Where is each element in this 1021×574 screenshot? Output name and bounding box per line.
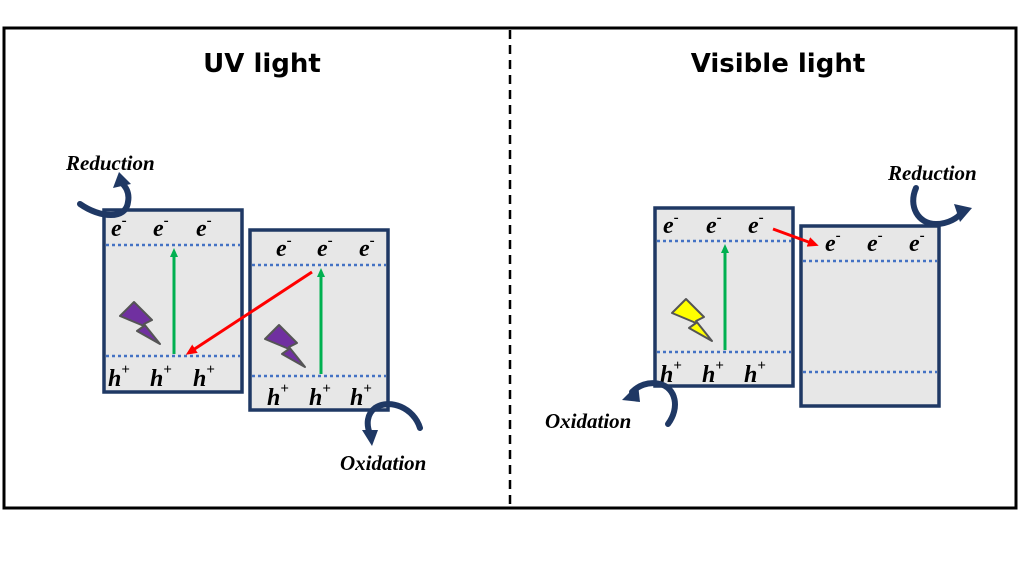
- electron: e-: [867, 228, 883, 257]
- visible-charge-transfer-arrow: [772, 227, 819, 247]
- lightning-bolt-icon: [671, 298, 713, 342]
- curved-arrow-icon: [910, 185, 965, 228]
- hole: h+: [193, 362, 215, 392]
- electron: e-: [359, 233, 375, 262]
- lightning-bolt-icon: [264, 324, 306, 368]
- curved-arrow-head: [622, 384, 640, 402]
- electron: e-: [825, 228, 841, 257]
- uv-semiconductor-b: [248, 228, 390, 412]
- uv-charge-transfer-arrow: [185, 270, 313, 355]
- uv-oxidation-label: Oxidation: [340, 451, 426, 475]
- curved-arrow-head: [113, 172, 131, 188]
- electron: e-: [317, 233, 333, 262]
- hole: h+: [350, 381, 372, 411]
- lightning-bolt-icon: [119, 301, 161, 345]
- visible-reduction-label: Reduction: [887, 161, 977, 185]
- hole: h+: [108, 362, 130, 392]
- electron: e-: [276, 233, 292, 262]
- visible-oxidation-label: Oxidation: [545, 409, 631, 433]
- electron: e-: [196, 213, 212, 242]
- electron: e-: [111, 213, 127, 242]
- visible-panel-title: Visible light: [691, 49, 866, 79]
- curved-arrow-icon: [364, 401, 423, 437]
- hole: h+: [267, 381, 289, 411]
- hole: h+: [660, 358, 682, 388]
- hole: h+: [150, 362, 172, 392]
- hole: h+: [309, 381, 331, 411]
- curved-arrow-head: [362, 430, 378, 446]
- electron: e-: [153, 213, 169, 242]
- electron: e-: [748, 210, 764, 239]
- electron: e-: [706, 210, 722, 239]
- electron: e-: [909, 228, 925, 257]
- electron: e-: [663, 210, 679, 239]
- curved-arrow-icon: [77, 179, 132, 218]
- curved-arrow-head: [954, 204, 972, 222]
- uv-panel-title: UV light: [203, 49, 321, 79]
- hole: h+: [702, 358, 724, 388]
- hole: h+: [744, 358, 766, 388]
- uv-reduction-label: Reduction: [65, 151, 155, 175]
- visible-semiconductor-b: [799, 224, 941, 408]
